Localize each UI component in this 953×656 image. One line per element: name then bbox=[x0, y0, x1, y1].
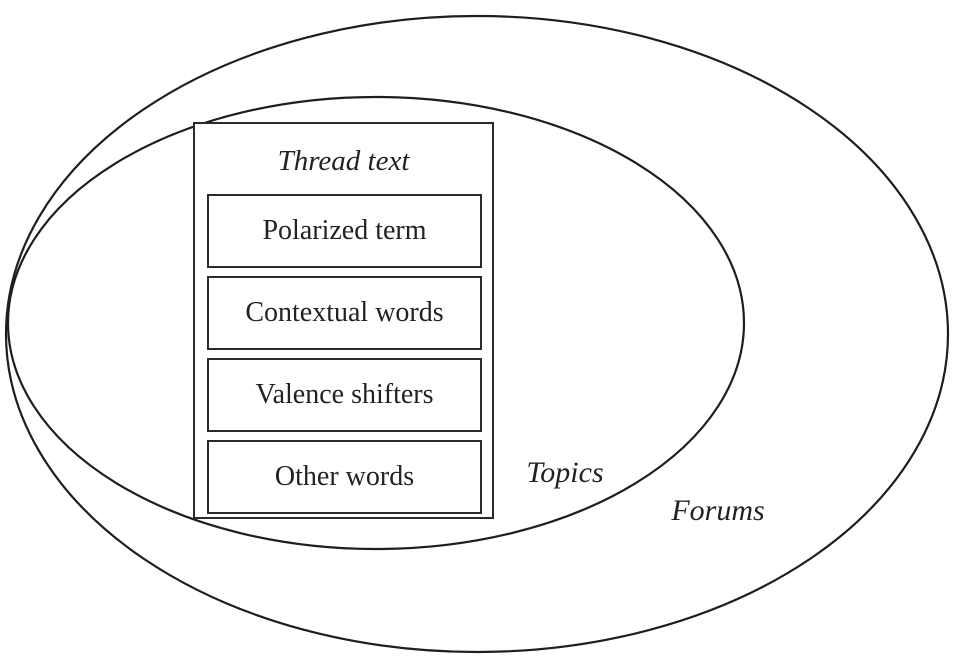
thread-text-box: Thread text Polarized term Contextual wo… bbox=[193, 122, 494, 519]
valence-shifters-box: Valence shifters bbox=[207, 358, 482, 432]
thread-text-title: Thread text bbox=[277, 145, 410, 177]
forums-ellipse bbox=[4, 14, 950, 654]
topics-label: Topics bbox=[526, 456, 603, 489]
polarized-term-box: Polarized term bbox=[207, 194, 482, 268]
forums-label: Forums bbox=[670, 494, 764, 527]
other-words-box: Other words bbox=[207, 440, 482, 514]
topics-ellipse bbox=[6, 95, 746, 551]
contextual-words-box: Contextual words bbox=[207, 276, 482, 350]
